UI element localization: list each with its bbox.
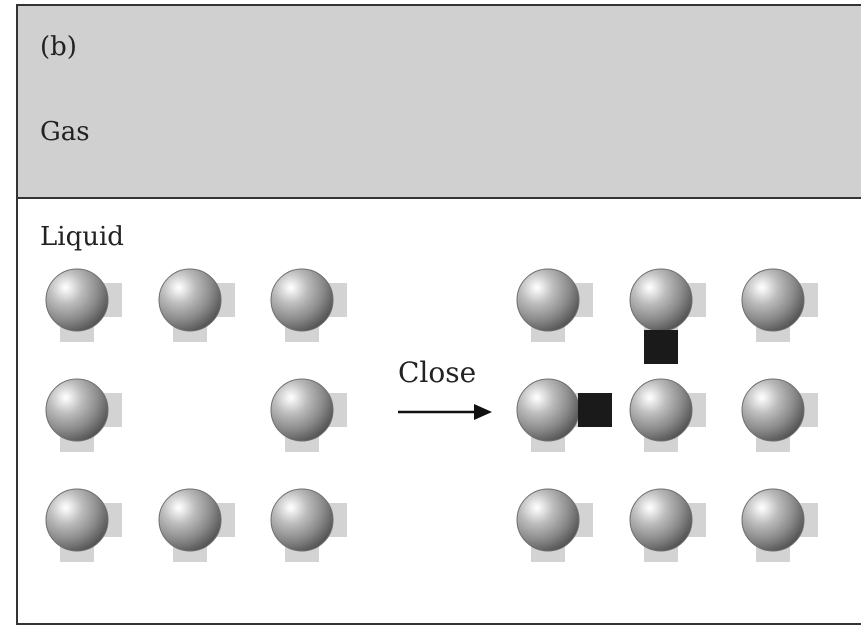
gas-label: Gas [40, 117, 90, 147]
left-receptor [45, 378, 122, 452]
sphere-particle [270, 268, 334, 332]
right-receptor [516, 268, 593, 342]
sphere-particle [158, 268, 222, 332]
left-receptor [45, 268, 122, 342]
right-receptor-array [516, 268, 818, 562]
left-receptor [158, 268, 235, 342]
sphere-particle [45, 488, 109, 552]
sphere-particle [45, 268, 109, 332]
right-receptor [741, 488, 818, 562]
left-receptor [270, 378, 347, 452]
left-receptor [158, 488, 235, 562]
sphere-particle [45, 378, 109, 442]
left-receptor [45, 488, 122, 562]
close-arrow: Close [398, 356, 492, 420]
sphere-particle [741, 488, 805, 552]
sphere-particle [516, 268, 580, 332]
arrow-head [474, 404, 492, 420]
left-receptor [270, 488, 347, 562]
panel-label: (b) [40, 32, 77, 62]
bound-molecule-marker [644, 330, 678, 364]
sphere-particle [270, 378, 334, 442]
left-receptor-array [45, 268, 347, 562]
sphere-particle [516, 378, 580, 442]
right-receptor [741, 268, 818, 342]
left-receptor [270, 268, 347, 342]
sphere-particle [629, 268, 693, 332]
liquid-label: Liquid [40, 222, 124, 252]
arrow-label: Close [398, 356, 476, 389]
bound-molecule-marker [578, 393, 612, 427]
sphere-particle [629, 488, 693, 552]
right-receptor [629, 488, 706, 562]
sphere-particle [741, 268, 805, 332]
sphere-particle [270, 488, 334, 552]
sphere-particle [629, 378, 693, 442]
right-receptor [741, 378, 818, 452]
sphere-particle [516, 488, 580, 552]
sphere-particle [158, 488, 222, 552]
gas-region [16, 4, 861, 199]
right-receptor [516, 488, 593, 562]
sphere-particle [741, 378, 805, 442]
right-receptor [629, 378, 706, 452]
